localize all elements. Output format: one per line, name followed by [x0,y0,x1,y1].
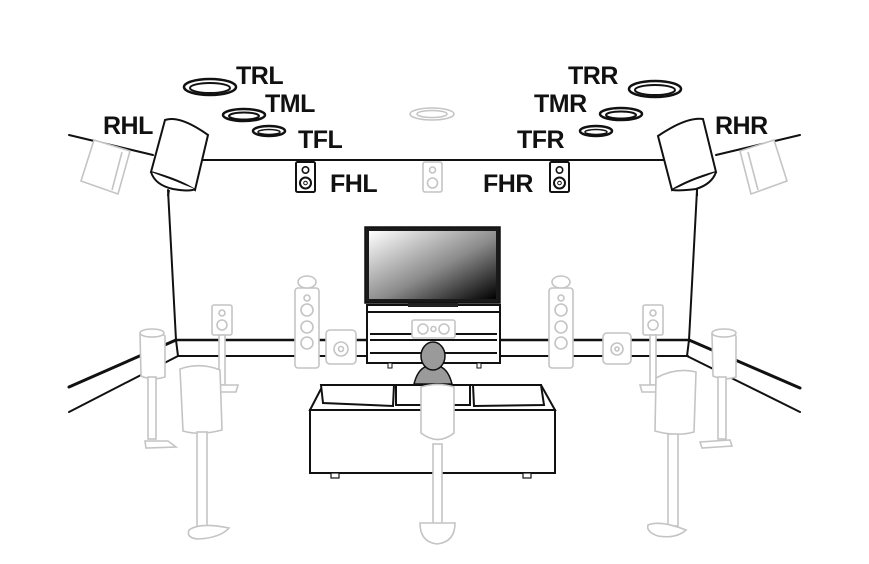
label-tmr: TMR [534,90,587,118]
trr-ceiling-speaker-icon [627,79,683,99]
label-fhl: FHL [330,170,378,198]
label-tml: TML [265,90,315,118]
rhr-height-speaker-icon [656,117,718,196]
label-tfl: TFL [298,126,343,154]
surround-back-left-speaker-icon [179,364,231,540]
top-center-ceiling-speaker-icon [409,107,455,121]
subwoofer-left-icon [325,329,357,365]
listener-avatar [413,341,453,385]
surround-back-center-speaker-icon [419,383,456,545]
surround-right-speaker-icon [698,328,737,449]
rear-wall-right-speaker-icon [739,138,788,196]
label-trr: TRR [568,62,618,90]
front-right-tower-speaker-icon [548,275,574,369]
tmr-ceiling-speaker-icon [598,106,644,122]
trl-ceiling-speaker-icon [182,77,238,97]
tv [364,226,501,307]
label-fhr: FHR [483,170,533,198]
label-trl: TRL [236,62,284,90]
label-rhl: RHL [103,112,153,140]
label-tfr: TFR [517,126,565,154]
front-height-center-speaker-icon [422,161,443,193]
tfr-ceiling-speaker-icon [578,124,614,138]
rear-wall-left-speaker-icon [80,139,131,196]
surround-left-speaker-icon [139,328,179,449]
rhl-height-speaker-icon [149,118,210,197]
front-left-tower-speaker-icon [294,275,320,369]
tml-ceiling-speaker-icon [221,107,267,123]
surround-back-right-speaker-icon [646,369,697,538]
fhr-speaker-icon [549,161,570,193]
fhl-speaker-icon [295,161,316,193]
center-speaker-icon [411,319,456,339]
front-wide-right-speaker-icon [638,304,670,393]
label-rhr: RHR [715,112,768,140]
subwoofer-right-icon [602,332,632,365]
tfl-ceiling-speaker-icon [251,124,287,138]
room-walls [67,134,802,413]
